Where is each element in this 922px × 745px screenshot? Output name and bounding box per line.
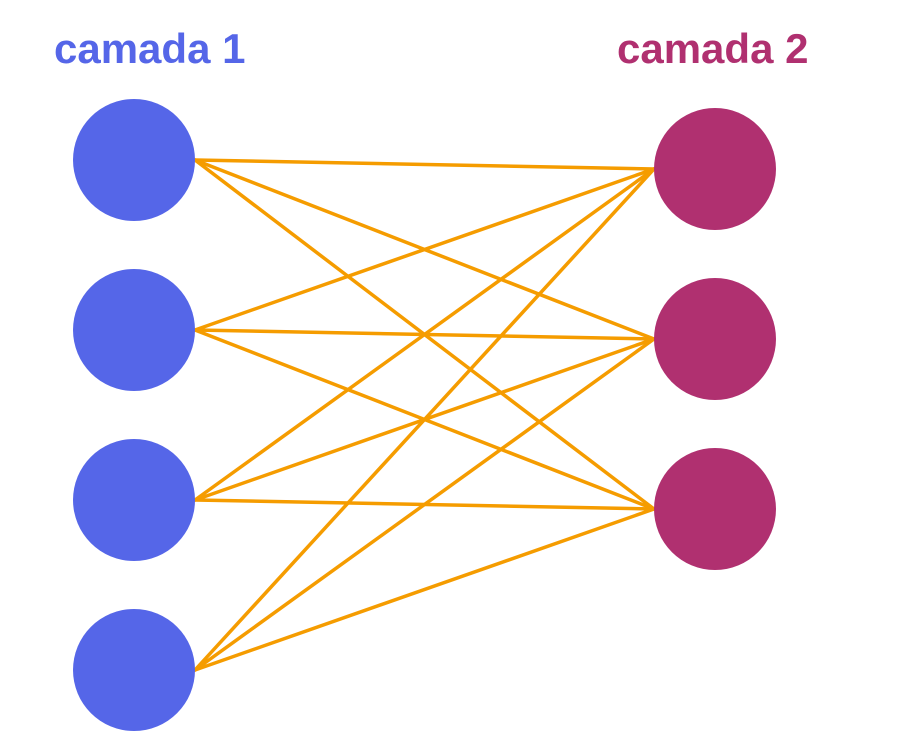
layer-2-label: camada 2 [617,25,809,72]
layer-1-label: camada 1 [54,25,246,72]
layer-1-node-1 [73,99,195,221]
edge-3-1 [193,167,656,502]
edge-4-1 [193,167,656,672]
layer-2-node-1 [654,108,776,230]
layer-1-node-3 [73,439,195,561]
edges [193,158,656,672]
layer-1-node-2 [73,269,195,391]
edge-4-3 [193,507,656,672]
layer-2-node-3 [654,448,776,570]
layer-1-node-4 [73,609,195,731]
edge-1-1 [193,158,656,171]
edge-2-1 [193,167,656,332]
layer-2-node-2 [654,278,776,400]
nodes [73,99,776,731]
edge-4-2 [193,337,656,672]
